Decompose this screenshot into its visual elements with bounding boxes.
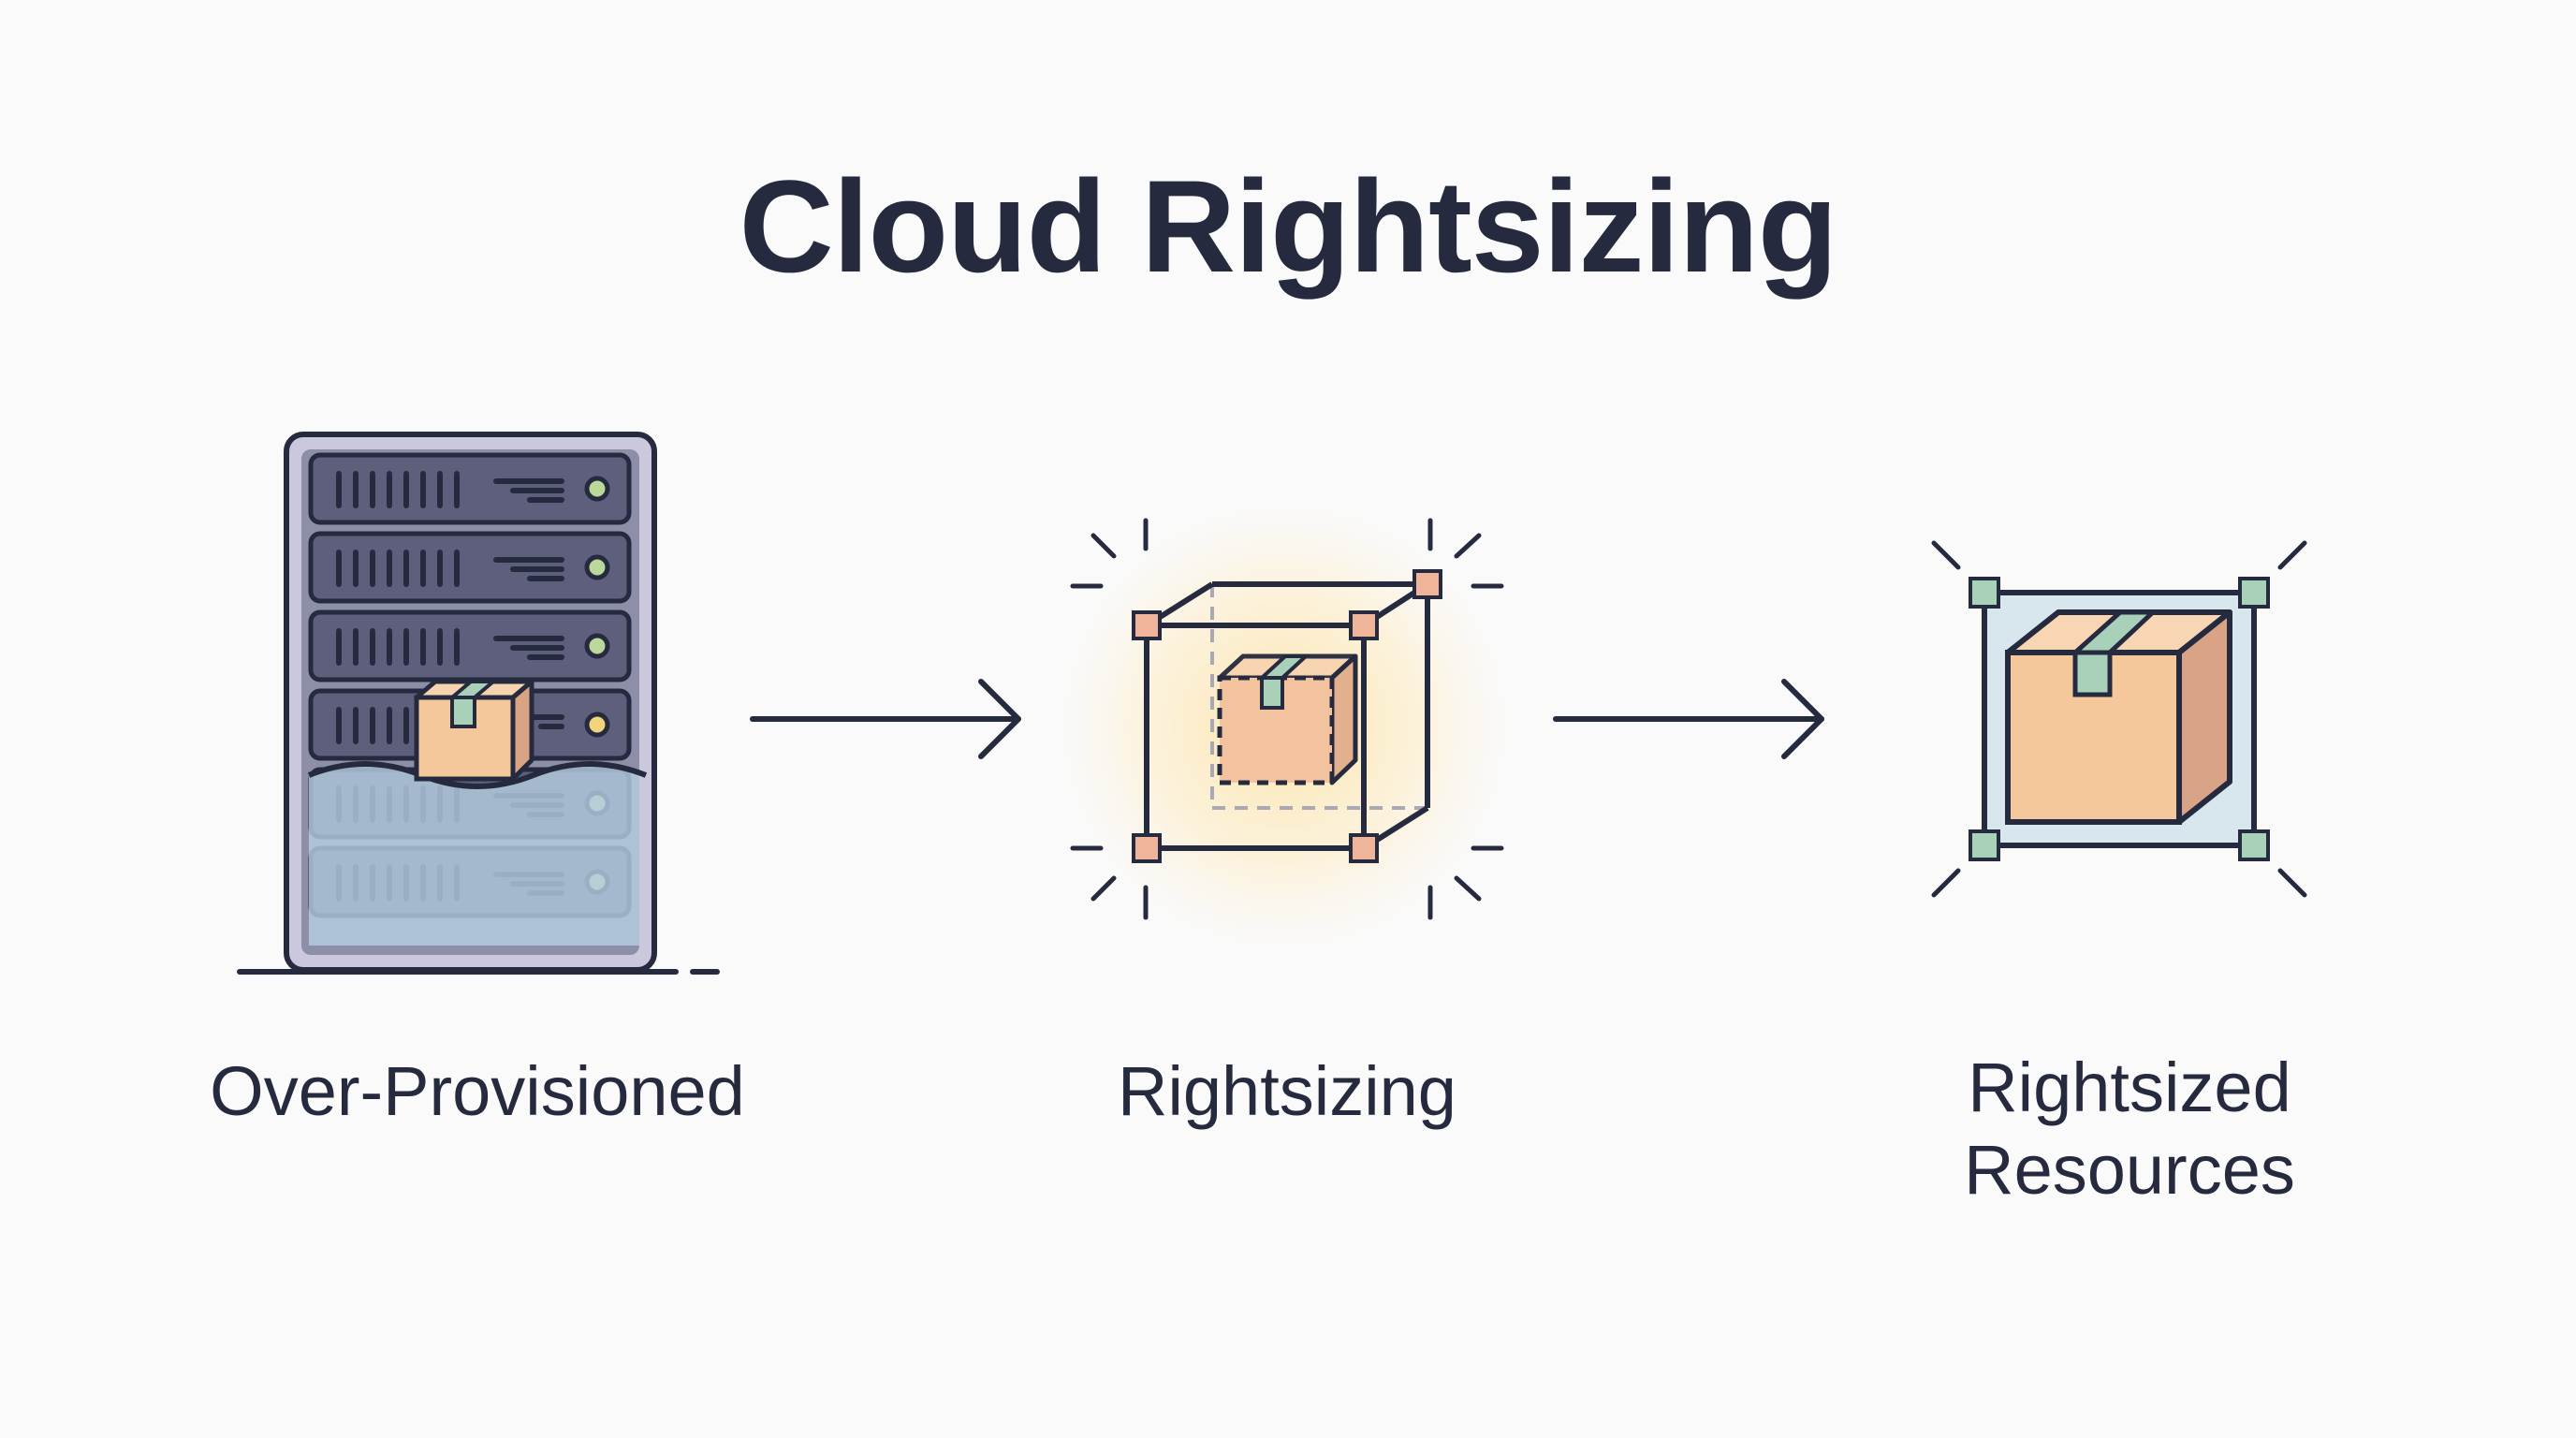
small-box-icon (414, 679, 534, 782)
resize-box-icon (1055, 497, 1514, 956)
burst-lines (1070, 518, 1504, 920)
stage-label-over-provisioned: Over-Provisioned (210, 1052, 745, 1130)
excess-capacity-water (307, 761, 648, 946)
stage-label-line-2: Resources (1964, 1131, 2295, 1209)
server-unit-2 (308, 531, 632, 604)
server-unit-3 (308, 609, 632, 682)
server-rack-icon (237, 432, 720, 975)
fitted-box-icon (1931, 540, 2307, 898)
page-title: Cloud Rightsizing (739, 153, 1838, 300)
server-unit-1 (308, 452, 632, 525)
stage-label-rightsizing: Rightsizing (1118, 1052, 1456, 1130)
stage-label-line-1: Rightsized (1968, 1049, 2291, 1126)
inner-box-icon (1217, 653, 1358, 785)
corner-ticks (1931, 540, 2307, 898)
resize-handles (1132, 569, 1442, 863)
stage-label-rightsized-resources: Rightsized Resources (1802, 1047, 2457, 1211)
fitted-handles (1969, 577, 2270, 861)
arrow-right-icon (750, 679, 1021, 759)
arrow-right-icon (1553, 679, 1824, 759)
